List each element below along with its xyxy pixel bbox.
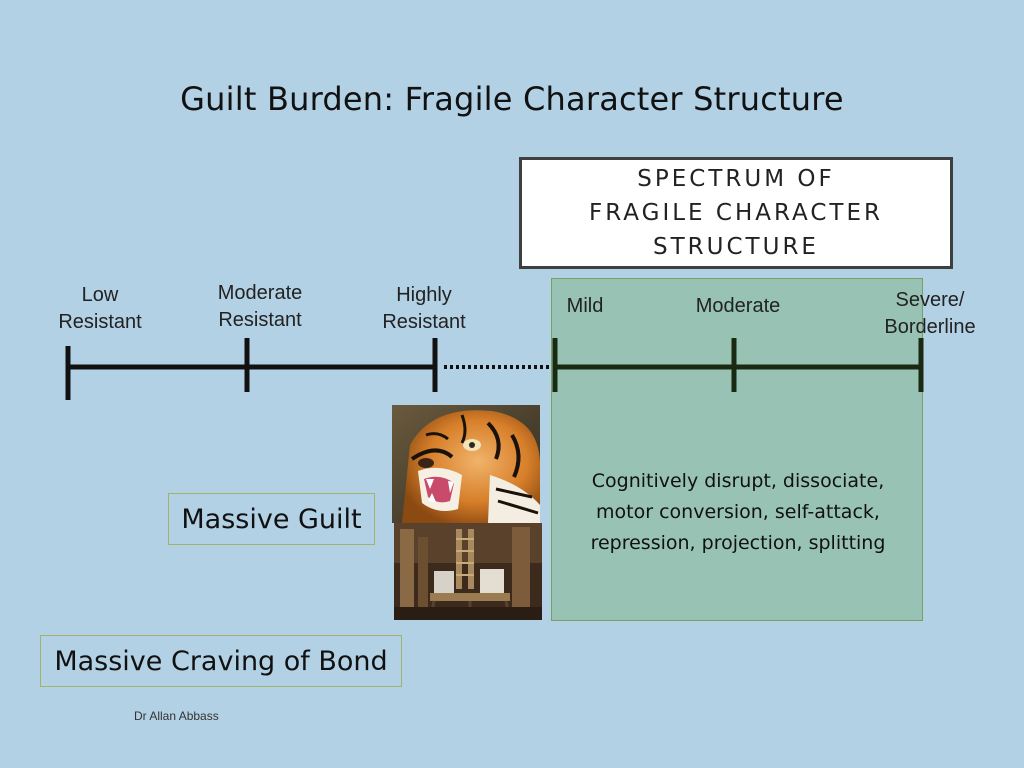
defenses-line-1: Cognitively disrupt, dissociate, (591, 470, 885, 492)
massive-guilt-label: Massive Guilt (181, 503, 362, 535)
label-moderate-resistant-line-2: Resistant (218, 309, 302, 331)
label-low-resistant-line-1: Low (81, 284, 119, 306)
label-moderate-text: Moderate (695, 295, 781, 317)
torture-room-photo (394, 523, 542, 620)
author-credit: Dr Allan Abbass (134, 709, 219, 723)
label-highly-resistant: Highly Resistant (364, 282, 484, 336)
fragile-spectrum-region (551, 278, 923, 621)
spectrum-heading-line-2: FRAGILE CHARACTER (589, 200, 883, 226)
label-moderate-resistant: Moderate Resistant (200, 280, 320, 334)
label-highly-resistant-line-1: Highly (396, 284, 452, 306)
label-mild: Mild (545, 293, 625, 320)
spectrum-heading-box: SPECTRUM OF FRAGILE CHARACTER STRUCTURE (519, 157, 953, 269)
defenses-line-2: motor conversion, self-attack, (596, 501, 880, 523)
tiger-photo (392, 405, 540, 523)
label-low-resistant-line-2: Resistant (58, 311, 142, 333)
defenses-line-3: repression, projection, splitting (590, 532, 886, 554)
label-moderate-resistant-line-1: Moderate (217, 282, 303, 304)
spectrum-heading-line-3: STRUCTURE (653, 234, 819, 260)
massive-craving-box: Massive Craving of Bond (40, 635, 402, 687)
defenses-description: Cognitively disrupt, dissociate, motor c… (560, 466, 916, 559)
label-moderate: Moderate (678, 293, 798, 320)
label-severe-borderline: Severe/ Borderline (868, 287, 992, 341)
label-low-resistant: Low Resistant (40, 282, 160, 336)
label-mild-text: Mild (566, 295, 604, 317)
label-highly-resistant-line-2: Resistant (382, 311, 466, 333)
massive-craving-label: Massive Craving of Bond (54, 645, 388, 677)
label-severe-line-2: Borderline (884, 316, 976, 338)
label-severe-line-1: Severe/ (895, 289, 965, 311)
slide-title: Guilt Burden: Fragile Character Structur… (180, 80, 844, 118)
spectrum-heading-line-1: SPECTRUM OF (637, 166, 835, 192)
massive-guilt-box: Massive Guilt (168, 493, 375, 545)
